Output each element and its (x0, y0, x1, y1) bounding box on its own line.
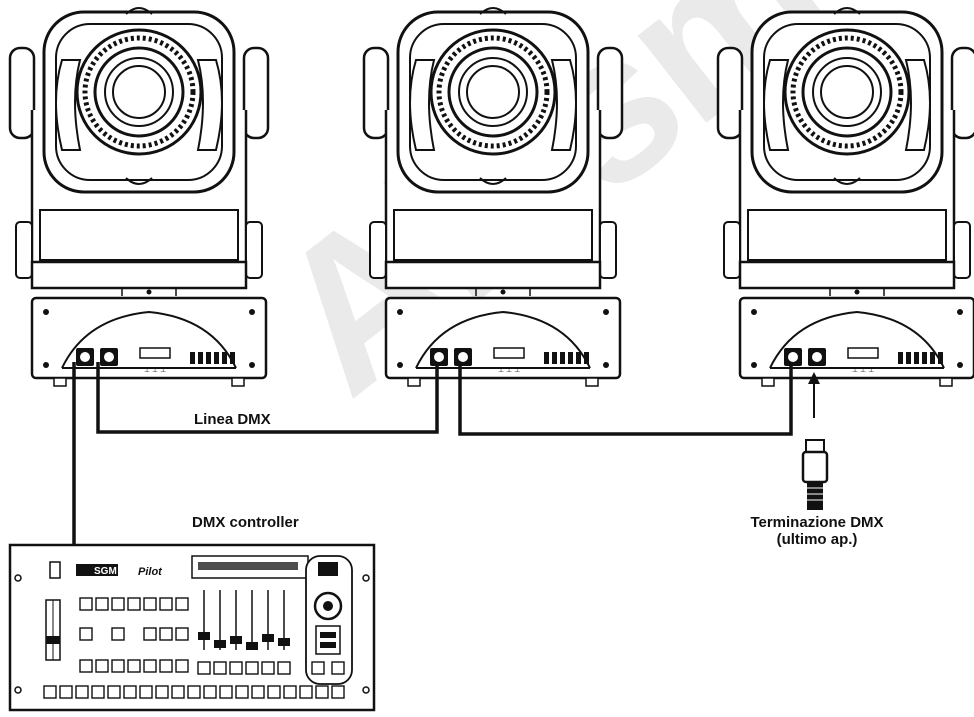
termination-line-2: (ultimo ap.) (776, 531, 858, 548)
dmx-controller-label: DMX controller (192, 514, 299, 531)
controller-model-logo: Pilot (138, 566, 163, 578)
controller-brand-logo: SGM (94, 566, 117, 577)
fixture-2 (364, 8, 622, 386)
terminator-plug (801, 372, 829, 510)
fixture-1 (10, 8, 268, 386)
dmx-termination-label: Terminazione DMX (ultimo ap.) (732, 514, 902, 548)
dmx-cables (72, 362, 793, 545)
dmx-line-label: Linea DMX (194, 411, 271, 428)
termination-line-1: Terminazione DMX (750, 514, 884, 531)
fixture-3 (718, 8, 974, 386)
dmx-controller-device: SGM Pilot (8, 543, 376, 712)
